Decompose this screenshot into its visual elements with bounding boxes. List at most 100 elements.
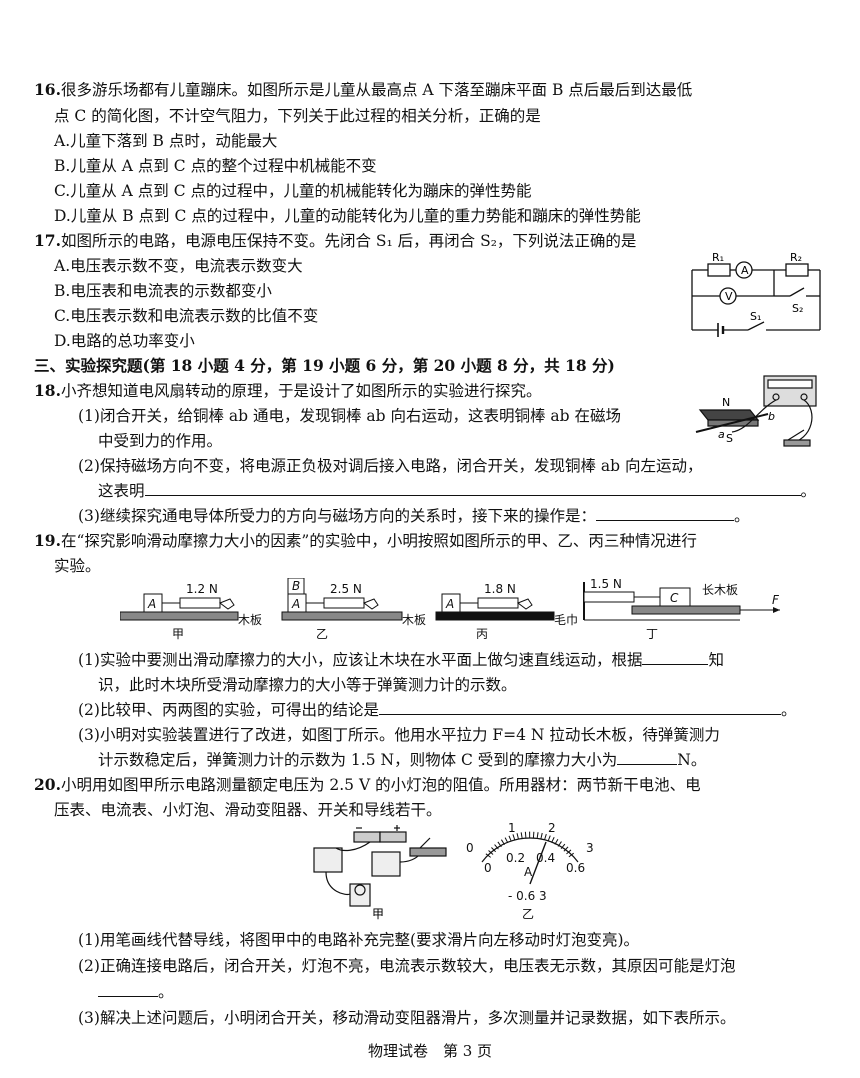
q19-part3b-end: N。	[677, 751, 707, 769]
jia-force: 1.2 N	[186, 582, 218, 596]
ding-surface: 长木板	[702, 583, 738, 597]
q17-circuit-diagram: R₁ A R₂ V S₂ S₁	[691, 251, 821, 337]
ding-block-c: C	[670, 591, 679, 605]
q18-part2a: (2)保持磁场方向不变，将电源正负极对调后接入电路，闭合开关，发现铜棒 ab 向…	[78, 457, 703, 475]
q16-number: 16.	[34, 80, 61, 99]
resistor-r2	[785, 263, 809, 277]
meter-terminals: - 0.6 3	[508, 889, 547, 903]
q19-part2: (2)比较甲、丙两图的实验，可得出的结论是	[78, 701, 379, 719]
rod-end-a: a	[718, 428, 725, 441]
yi-block-b: B	[292, 579, 300, 593]
q16-line1: 16.很多游乐场都有儿童蹦床。如图所示是儿童从最高点 A 下落至蹦床平面 B 点…	[34, 78, 692, 102]
spring-scale-icon	[179, 597, 221, 609]
ammeter-label: A	[741, 264, 749, 277]
bottom-scale-2: 0.4	[536, 851, 555, 865]
q19-part3a: (3)小明对实验装置进行了改进，如图丁所示。他用水平拉力 F=4 N 拉动长木板…	[78, 726, 720, 744]
figure-yi: B A 2.5 N 木板 乙	[281, 578, 426, 641]
q19-answer-blank-3[interactable]	[617, 750, 678, 765]
switch-s2	[789, 287, 805, 297]
q19-answer-blank-1[interactable]	[642, 650, 709, 665]
q18-number: 18.	[34, 381, 61, 400]
ammeter-device-icon	[371, 851, 401, 877]
voltmeter-label: V	[725, 290, 733, 303]
q17-option-c: C.电压表示数和电流表示数的比值不变	[54, 307, 319, 325]
ding-label: 丁	[646, 627, 658, 641]
q19-stem-2: 实验。	[54, 557, 101, 575]
jia-label: 甲	[372, 907, 384, 920]
q20-ammeter-dial-yi: 0 1 2 3 0 0.2 0.4 0.6 A - 0.6 3 乙	[466, 822, 594, 920]
q19-stem-1: 在“探究影响滑动摩擦力大小的因素”的实验中，小明按照如图所示的甲、乙、丙三种情况…	[60, 532, 697, 550]
hand-icon	[362, 598, 379, 610]
q18-period-2: 。	[800, 482, 817, 500]
hand-icon	[516, 598, 533, 610]
yi-label: 乙	[522, 907, 534, 920]
s2-label: S₂	[792, 302, 803, 315]
q18-period-3: 。	[733, 507, 750, 525]
q18-line1: 18.小齐想知道电风扇转动的原理，于是设计了如图所示的实验进行探究。	[34, 379, 541, 403]
top-scale-1: 1	[508, 822, 516, 835]
q16-stem-1: 很多游乐场都有儿童蹦床。如图所示是儿童从最高点 A 下落至蹦床平面 B 点后最后…	[60, 81, 693, 99]
q18-part3: (3)继续探究通电导体所受力的方向与磁场方向的关系时，接下来的操作是：	[78, 507, 596, 525]
q18-answer-blank-2[interactable]	[144, 481, 801, 496]
q16-option-a: A.儿童下落到 B 点时，动能最大	[54, 132, 278, 150]
rheostat-icon	[409, 847, 447, 857]
resistor-r1	[707, 263, 731, 277]
q19-part1a-end: 知	[708, 651, 724, 669]
figure-jia: A 1.2 N 木板 甲	[120, 582, 262, 641]
r2-label: R₂	[790, 251, 802, 264]
q19-period-2: 。	[780, 701, 797, 719]
r1-label: R₁	[712, 251, 724, 264]
q20-part2b-end: 。	[158, 983, 174, 1001]
bing-surface: 毛巾	[554, 613, 578, 627]
bing-block-a: A	[445, 597, 454, 611]
figure-bing: A 1.8 N 毛巾 丙	[435, 582, 578, 641]
hand-icon	[218, 598, 235, 610]
figure-ding: C 1.5 N 长木板 F 丁	[583, 578, 780, 641]
bottom-scale-0: 0	[484, 861, 492, 875]
jia-surface: 木板	[238, 613, 262, 627]
q16-option-b: B.儿童从 A 点到 C 点的整个过程中机械能不变	[54, 157, 377, 175]
q19-part3b: 计示数稳定后，弹簧测力计的示数为 1.5 N，则物体 C 受到的摩擦力大小为	[98, 751, 618, 769]
spring-scale-icon	[477, 597, 519, 609]
battery-icon	[353, 831, 381, 843]
yi-surface: 木板	[402, 613, 426, 627]
meter-needle	[529, 841, 547, 885]
ding-pull-f: F	[772, 593, 780, 607]
bing-force: 1.8 N	[484, 582, 516, 596]
rod-end-b: b	[768, 410, 775, 423]
page-footer: 物理试卷 第 3 页	[367, 1042, 493, 1060]
q17-number: 17.	[34, 231, 61, 250]
s1-label: S₁	[750, 310, 761, 323]
yi-force: 2.5 N	[330, 582, 362, 596]
q18-stem: 小齐想知道电风扇转动的原理，于是设计了如图所示的实验进行探究。	[60, 382, 542, 400]
q20-answer-blank-2[interactable]	[98, 982, 158, 997]
spring-scale-icon	[583, 591, 635, 603]
q20-part1: (1)用笔画线代替导线，将图甲中的电路补充完整(要求滑片向左移动时灯泡变亮)。	[78, 931, 640, 949]
q20-line1: 20.小明用如图甲所示电路测量额定电压为 2.5 V 的小灯泡的阻值。所用器材：…	[34, 773, 701, 797]
q19-answer-blank-2[interactable]	[378, 700, 781, 715]
q20-stem-2: 压表、电流表、小灯泡、滑动变阻器、开关和导线若干。	[54, 801, 442, 819]
q16-stem-2: 点 C 的简化图，不计空气阻力，下列关于此过程的相关分析，正确的是	[54, 107, 541, 125]
q19-part1a: (1)实验中要测出滑动摩擦力的大小，应该让木块在水平面上做匀速直线运动，根据	[78, 651, 643, 669]
q18-part2b-line: 这表明 。	[98, 479, 816, 503]
q19-part2-line: (2)比较甲、丙两图的实验，可得出的结论是 。	[78, 698, 796, 722]
spring-scale-icon	[323, 597, 365, 609]
q20-stem-1: 小明用如图甲所示电路测量额定电压为 2.5 V 的小灯泡的阻值。所用器材：两节新…	[60, 776, 701, 794]
q20-circuit-jia: 甲	[313, 825, 447, 920]
q18-part2b: 这表明	[98, 482, 145, 500]
q18-answer-blank-3[interactable]	[595, 506, 734, 521]
q20-number: 20.	[34, 775, 61, 794]
q16-option-d: D.儿童从 B 点到 C 点的过程中，儿童的动能转化为儿童的重力势能和蹦床的弹性…	[54, 207, 641, 225]
q18-part1b: 中受到力的作用。	[98, 432, 223, 450]
yi-label: 乙	[316, 627, 328, 641]
voltmeter-device-icon	[313, 847, 343, 873]
q20-part2a: (2)正确连接电路后，闭合开关，灯泡不亮，电流表示数较大，电压表无示数，其原因可…	[78, 957, 736, 975]
q20-part2b-line: 。	[98, 980, 174, 1004]
q19-part1b: 识，此时木块所受滑动摩擦力的大小等于弹簧测力计的示数。	[98, 676, 517, 694]
q19-number: 19.	[34, 531, 61, 550]
south-pole-label: S	[726, 432, 733, 445]
q17-option-b: B.电压表和电流表的示数都变小	[54, 282, 272, 300]
top-scale-3: 3	[586, 841, 594, 855]
bottom-scale-3: 0.6	[566, 861, 585, 875]
q19-part1a-line: (1)实验中要测出滑动摩擦力的大小，应该让木块在水平面上做匀速直线运动，根据 知	[78, 648, 724, 672]
